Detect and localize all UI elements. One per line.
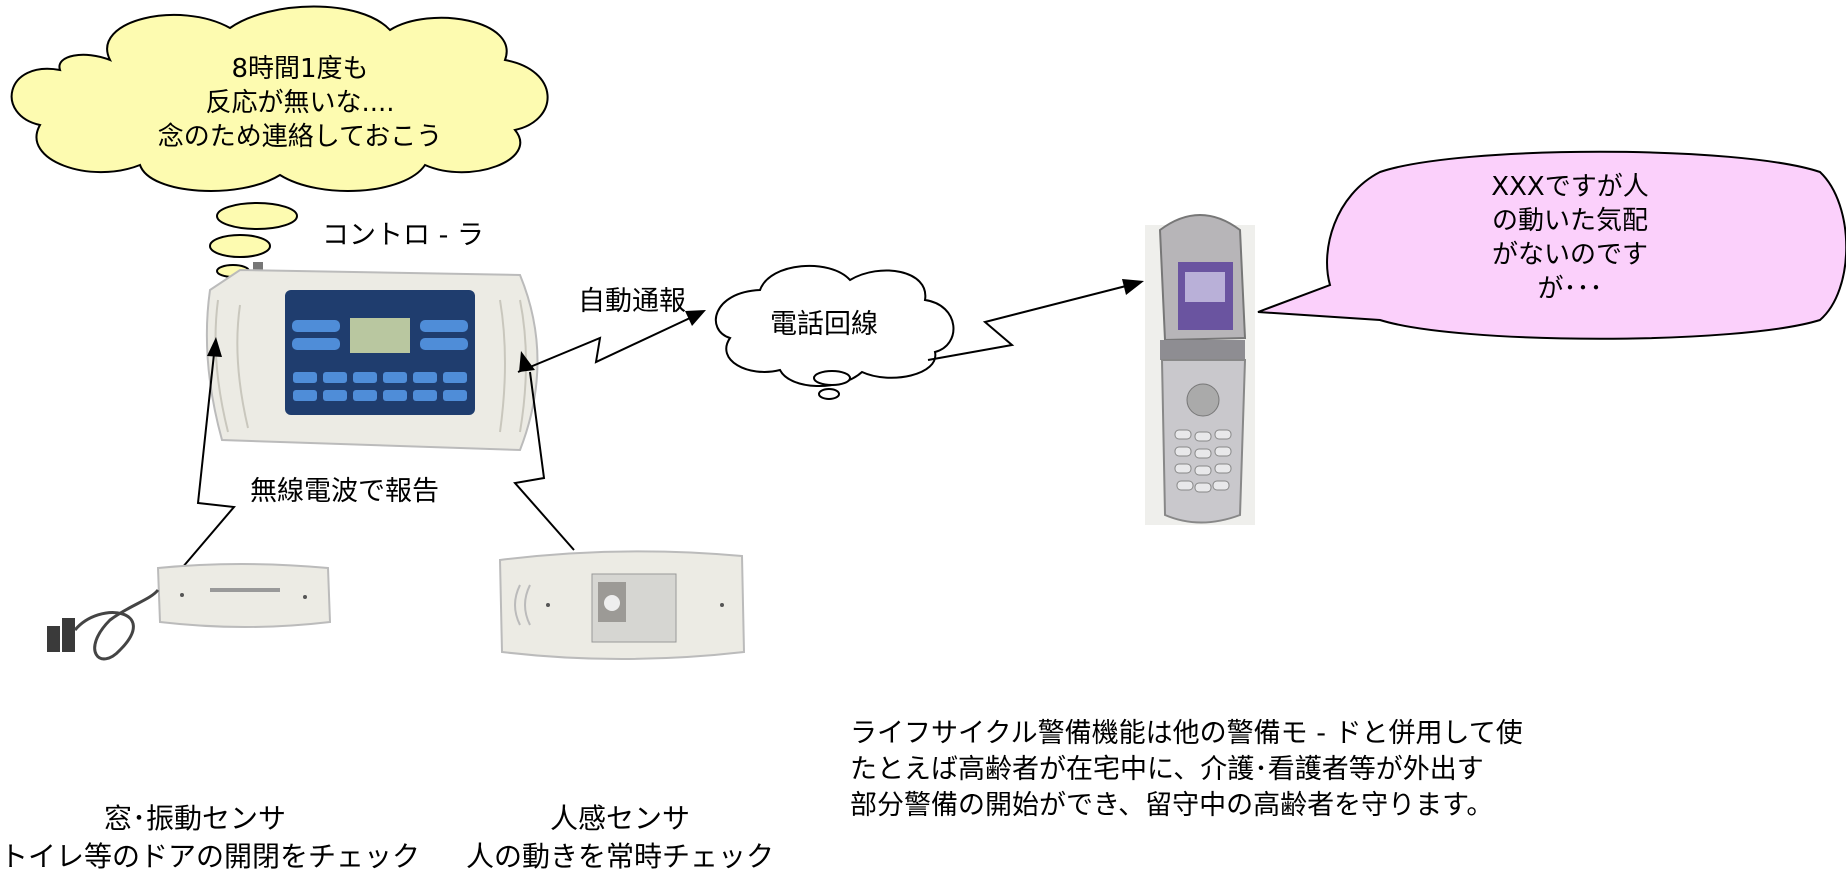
controller-label: コントロ - ラ xyxy=(322,220,484,251)
window-sensor-signal-line xyxy=(181,353,236,569)
motion-sensor-caption: 人感センサ 人の動きを常時チェック xyxy=(460,800,780,876)
motion-sensor-name: 人感センサ xyxy=(549,802,690,835)
motion-sensor-desc: 人の動きを常時チェック xyxy=(465,840,774,873)
thought-line-1: 8時間1度も xyxy=(231,54,369,84)
auto-report-signal-line xyxy=(517,317,691,373)
window-sensor-image xyxy=(47,563,332,661)
thought-cloud xyxy=(10,5,549,192)
window-sensor-caption: 窓･振動センサ トイレ等のドアの開閉をチェック xyxy=(0,800,421,876)
speech-text: XXXですが人 の動いた気配 がないのです が･･･ xyxy=(1350,170,1790,306)
wireless-label: 無線電波で報告 xyxy=(250,476,439,507)
window-sensor-arrowhead xyxy=(207,337,222,357)
window-sensor-desc: トイレ等のドアの開閉をチェック xyxy=(0,840,421,873)
description-text: ライフサイクル警備機能は他の警備モ - ドと併用して使 たとえば高齢者が在宅中に… xyxy=(850,716,1846,824)
auto-report-arrowhead xyxy=(685,310,706,326)
thought-line-3: 念のため連絡しておこう xyxy=(157,122,443,152)
speech-line-4: が･･･ xyxy=(1537,274,1603,304)
window-sensor-name: 窓･振動センサ xyxy=(103,802,286,835)
phone-line-label: 電話回線 xyxy=(770,309,878,340)
controller-device-image xyxy=(205,262,539,452)
mobile-phone-image xyxy=(1145,214,1255,525)
motion-sensor-signal-line xyxy=(513,371,575,551)
speech-line-1: XXXですが人 xyxy=(1491,172,1649,202)
motion-sensor-image xyxy=(498,550,746,660)
description-line-3: 部分警備の開始ができ、留守中の高齢者を守ります。 xyxy=(850,790,1494,821)
description-line-2: たとえば高齢者が在宅中に、介護･看護者等が外出す xyxy=(850,754,1484,785)
speech-bubble xyxy=(1257,150,1846,340)
speech-line-3: がないのです xyxy=(1491,240,1648,270)
phone-line-cloud xyxy=(714,264,955,400)
auto-report-label: 自動通報 xyxy=(578,286,686,317)
description-line-1: ライフサイクル警備機能は他の警備モ - ドと併用して使 xyxy=(850,718,1523,749)
motion-sensor-arrowhead xyxy=(519,351,535,372)
thought-line-2: 反応が無いな.... xyxy=(205,88,395,118)
speech-line-2: の動いた気配 xyxy=(1491,206,1648,236)
thought-text: 8時間1度も 反応が無いな.... 念のため連絡しておこう xyxy=(110,52,490,154)
phone-signal-line xyxy=(927,285,1127,361)
phone-arrowhead xyxy=(1122,279,1144,295)
